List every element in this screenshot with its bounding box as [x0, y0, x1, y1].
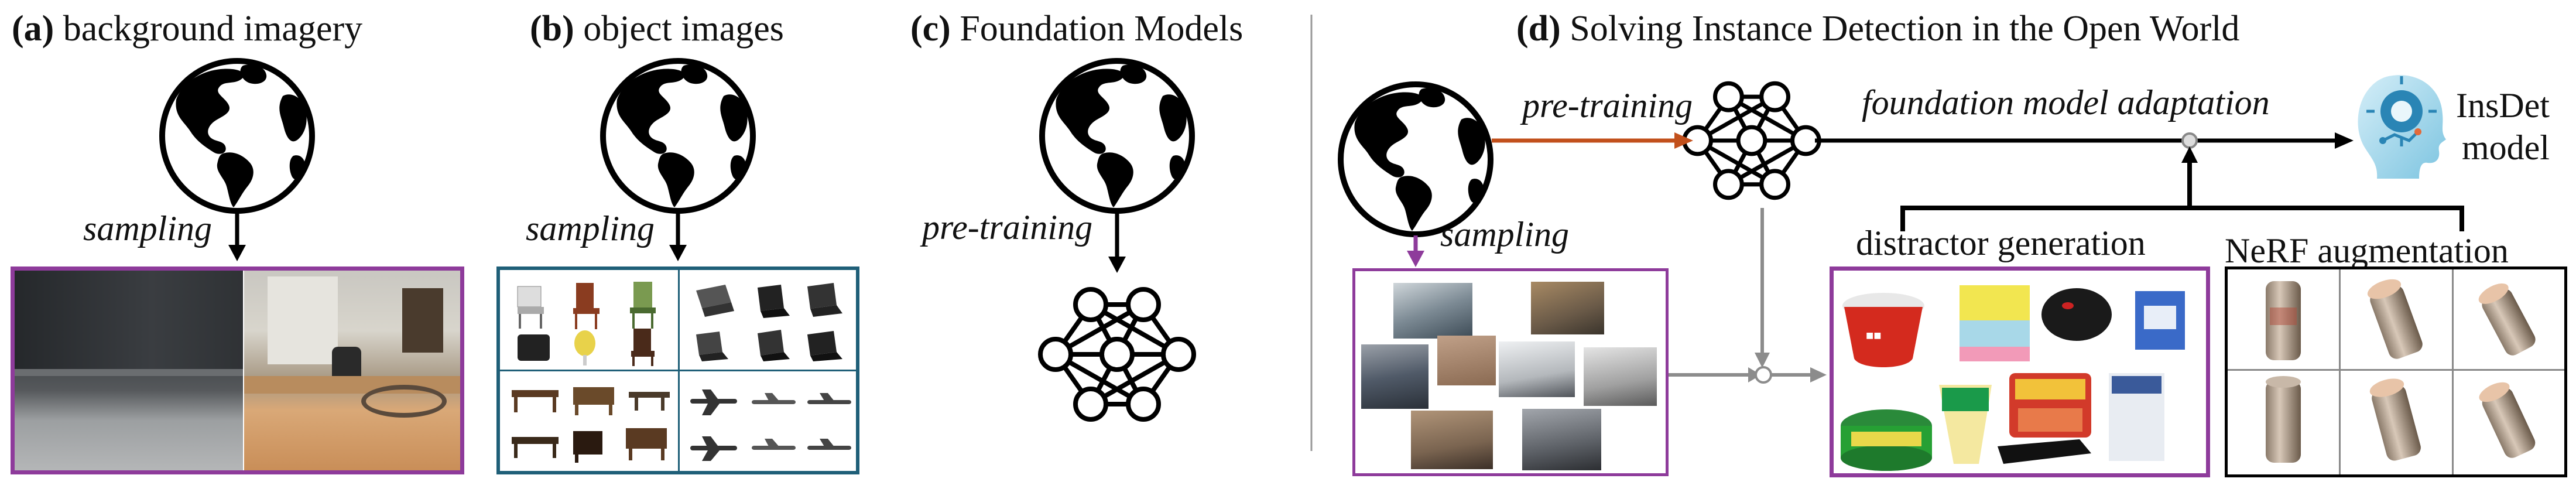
distractor-frame: ■■	[1830, 266, 2210, 477]
pretraining-label-c: pre-training	[922, 208, 1093, 247]
scene-photo	[15, 271, 243, 470]
sampling-label-d: sampling	[1440, 215, 1570, 254]
adaptation-label: foundation model adaptation	[1862, 83, 2270, 122]
panel-b-title: (b) object images	[530, 9, 784, 49]
panel-d-title: (d) Solving Instance Detection in the Op…	[1516, 9, 2240, 49]
neural-network-icon	[1684, 83, 1820, 197]
globe-icon	[1042, 61, 1192, 211]
neural-network-icon	[1040, 289, 1194, 419]
nerf-frame	[2225, 266, 2567, 477]
svg-text:■■: ■■	[1866, 328, 1882, 343]
insdet-label-line1: InsDet	[2456, 86, 2550, 125]
insdet-label-line2: model	[2462, 128, 2550, 167]
sampled-scenes-frame	[1352, 268, 1669, 476]
background-imagery-frame	[11, 266, 464, 474]
panel-c-title: (c) Foundation Models	[910, 9, 1244, 49]
distractor-generation-label: distractor generation	[1856, 224, 2146, 262]
globe-icon	[603, 61, 753, 211]
sampling-label-a: sampling	[83, 209, 213, 248]
object-images-frame	[496, 266, 859, 474]
panel-a-title: (a) background imagery	[12, 9, 363, 49]
globe-icon	[162, 61, 312, 211]
nerf-renders	[2266, 279, 2536, 463]
scene-photo	[244, 271, 460, 470]
distractor-objects: ■■	[1841, 285, 2185, 471]
pretraining-label-d: pre-training	[1522, 86, 1693, 125]
object-thumbnails	[512, 282, 851, 463]
nerf-augmentation-label: NeRF augmentation	[2225, 231, 2509, 270]
ai-head-icon	[2358, 75, 2446, 179]
globe-icon	[1341, 84, 1491, 234]
sampling-label-b: sampling	[526, 209, 655, 248]
